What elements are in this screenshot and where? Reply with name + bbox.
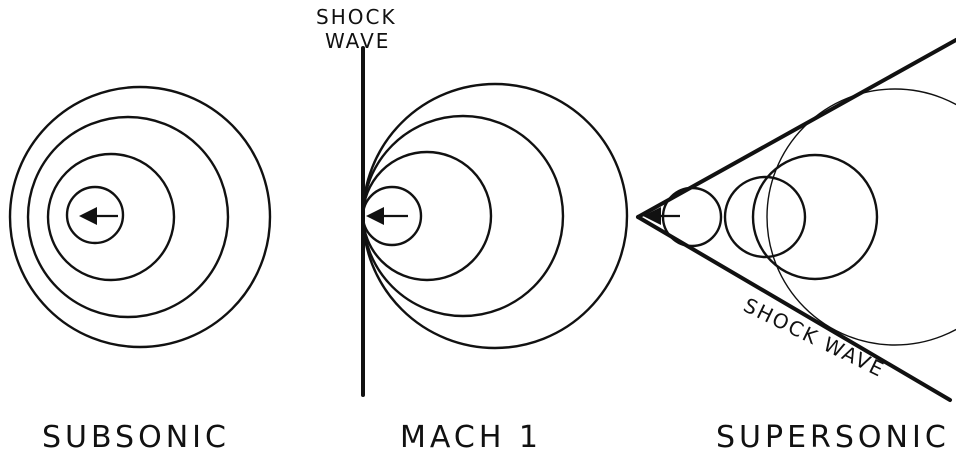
supersonic-label: SUPERSONIC	[716, 420, 950, 455]
supersonic-wavefront-3	[751, 153, 879, 281]
mach1-shock-label-line2: WAVE	[325, 29, 390, 53]
mach1-panel: SHOCK WAVE MACH 1	[316, 5, 629, 455]
supersonic-panel: SHOCK WAVE SUPERSONIC	[636, 38, 956, 455]
subsonic-wavefront-3	[26, 115, 230, 319]
supersonic-wavefront-2	[723, 175, 807, 259]
subsonic-wavefront-2	[46, 152, 176, 282]
subsonic-source-arrow	[79, 207, 118, 225]
supersonic-wavefront-4	[766, 88, 956, 346]
supersonic-shock-wave-upper	[636, 38, 956, 219]
subsonic-wavefront-4	[8, 85, 272, 349]
mach1-source-arrow	[366, 207, 408, 225]
subsonic-wavefront-1	[65, 185, 125, 245]
supersonic-source-arrow	[643, 207, 680, 225]
subsonic-label: SUBSONIC	[42, 420, 230, 455]
subsonic-panel: SUBSONIC	[8, 85, 272, 455]
mach1-shock-label-line1: SHOCK	[316, 5, 397, 29]
mach1-label: MACH 1	[400, 420, 542, 455]
supersonic-shock-label: SHOCK WAVE	[740, 293, 889, 382]
supersonic-shock-wave-lower	[636, 215, 952, 402]
